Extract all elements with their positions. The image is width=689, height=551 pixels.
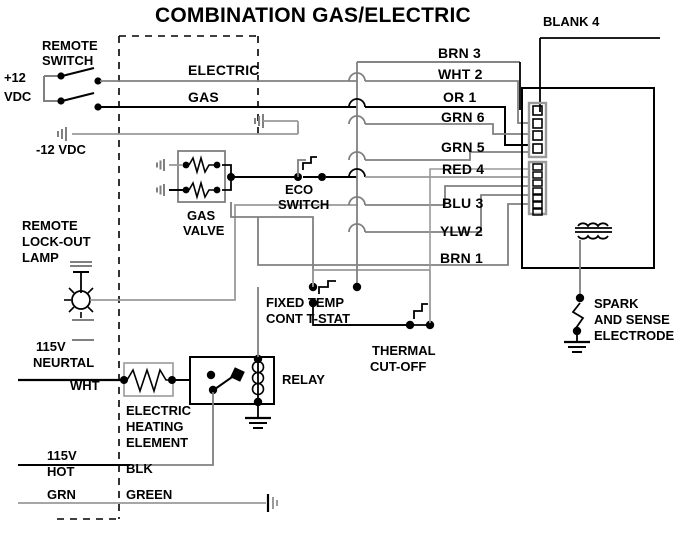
gas-valve-symbol [156, 150, 298, 203]
wire-label-blu3: BLU 3 [442, 195, 484, 211]
connector-upper-4pin [527, 101, 548, 159]
label-remote-switch-line2: SWITCH [42, 53, 94, 68]
label-spark-line3: ELECTRODE [594, 328, 675, 343]
label-gas: GAS [188, 89, 219, 105]
ground-icon-gasvalve-lower [156, 184, 165, 196]
label-eco-switch-line1: ECO [285, 182, 314, 197]
eco-switch-symbol [294, 156, 357, 181]
wire-minus-12vdc [57, 114, 299, 141]
wire-label-red4: RED 4 [442, 161, 485, 177]
label-heating-line2: HEATING [126, 419, 184, 434]
label-remote-lockout-line1: REMOTE [22, 218, 78, 233]
label-relay: RELAY [282, 372, 325, 387]
transformer-symbol [575, 222, 612, 268]
label-neutral-line1: 115V [36, 339, 66, 354]
connector-lower-7pin [527, 160, 548, 216]
wire-green-ground [18, 494, 278, 512]
wire-label-ylw2: YLW 2 [440, 223, 484, 239]
label-spark-line2: AND SENSE [594, 312, 670, 327]
label-blank-4: BLANK 4 [543, 14, 600, 29]
label-green: GREEN [126, 487, 173, 502]
ground-icon-bus [254, 114, 264, 128]
remote-switch-symbol [43, 67, 102, 111]
label-heating-line3: ELEMENT [126, 435, 189, 450]
label-minus12-vdc: -12 VDC [36, 142, 86, 157]
label-eco-switch-line2: SWITCH [278, 197, 330, 212]
remote-lockout-lamp-symbol [64, 204, 358, 341]
label-thermal-cutoff-line1: THERMAL [372, 343, 436, 358]
label-gas-valve-line1: GAS [187, 208, 216, 223]
label-remote-lockout-line2: LOCK-OUT [22, 234, 91, 249]
label-electric: ELECTRIC [188, 62, 260, 78]
label-thermal-cutoff-line2: CUT-OFF [370, 359, 427, 374]
wire-grn6 [365, 123, 528, 135]
label-spark-line1: SPARK [594, 296, 639, 311]
wire-blu3 [365, 185, 528, 206]
label-hot-line2: HOT [47, 464, 75, 479]
ground-icon-gasvalve-upper [156, 159, 165, 171]
wire-ylw2 [365, 194, 528, 233]
ground-icon-minus12 [57, 127, 67, 141]
thermal-cutoff-symbol [313, 270, 435, 330]
wire-label-grn5: GRN 5 [441, 139, 485, 155]
wire-lower-extra [429, 168, 528, 270]
wire-grn5 [365, 151, 528, 161]
blank4-lead [539, 37, 660, 112]
wire-label-grn6: GRN 6 [441, 109, 485, 125]
spark-electrode-symbol [564, 268, 590, 353]
label-plus12-line2: VDC [4, 89, 32, 104]
label-grn-left: GRN [47, 487, 76, 502]
label-wht: WHT [70, 378, 100, 393]
wire-brn1 [257, 203, 528, 266]
wire-label-brn3: BRN 3 [438, 45, 482, 61]
ignition-module-box [521, 87, 655, 269]
heating-element-symbol [18, 362, 190, 397]
label-gas-valve-line2: VALVE [183, 223, 225, 238]
wire-label-or1: OR 1 [443, 89, 477, 105]
label-remote-switch-line1: REMOTE [42, 38, 98, 53]
wire-or1 [365, 106, 528, 146]
label-plus12-line1: +12 [4, 70, 26, 85]
page-title: COMBINATION GAS/ELECTRIC [155, 4, 471, 27]
wire-hop-arcs [348, 72, 366, 233]
label-hot-line1: 115V [47, 448, 77, 463]
label-remote-lockout-line3: LAMP [22, 250, 59, 265]
label-blk: BLK [126, 461, 153, 476]
label-fixed-temp-line2: CONT T-STAT [266, 311, 351, 326]
wire-label-brn1: BRN 1 [440, 250, 484, 266]
wire-brn3 [357, 61, 521, 110]
label-neutral-line2: NEURTAL [33, 355, 95, 370]
label-heating-line1: ELECTRIC [126, 403, 191, 418]
wire-label-wht2: WHT 2 [438, 66, 483, 82]
label-fixed-temp-line1: FIXED TEMP [266, 295, 345, 310]
